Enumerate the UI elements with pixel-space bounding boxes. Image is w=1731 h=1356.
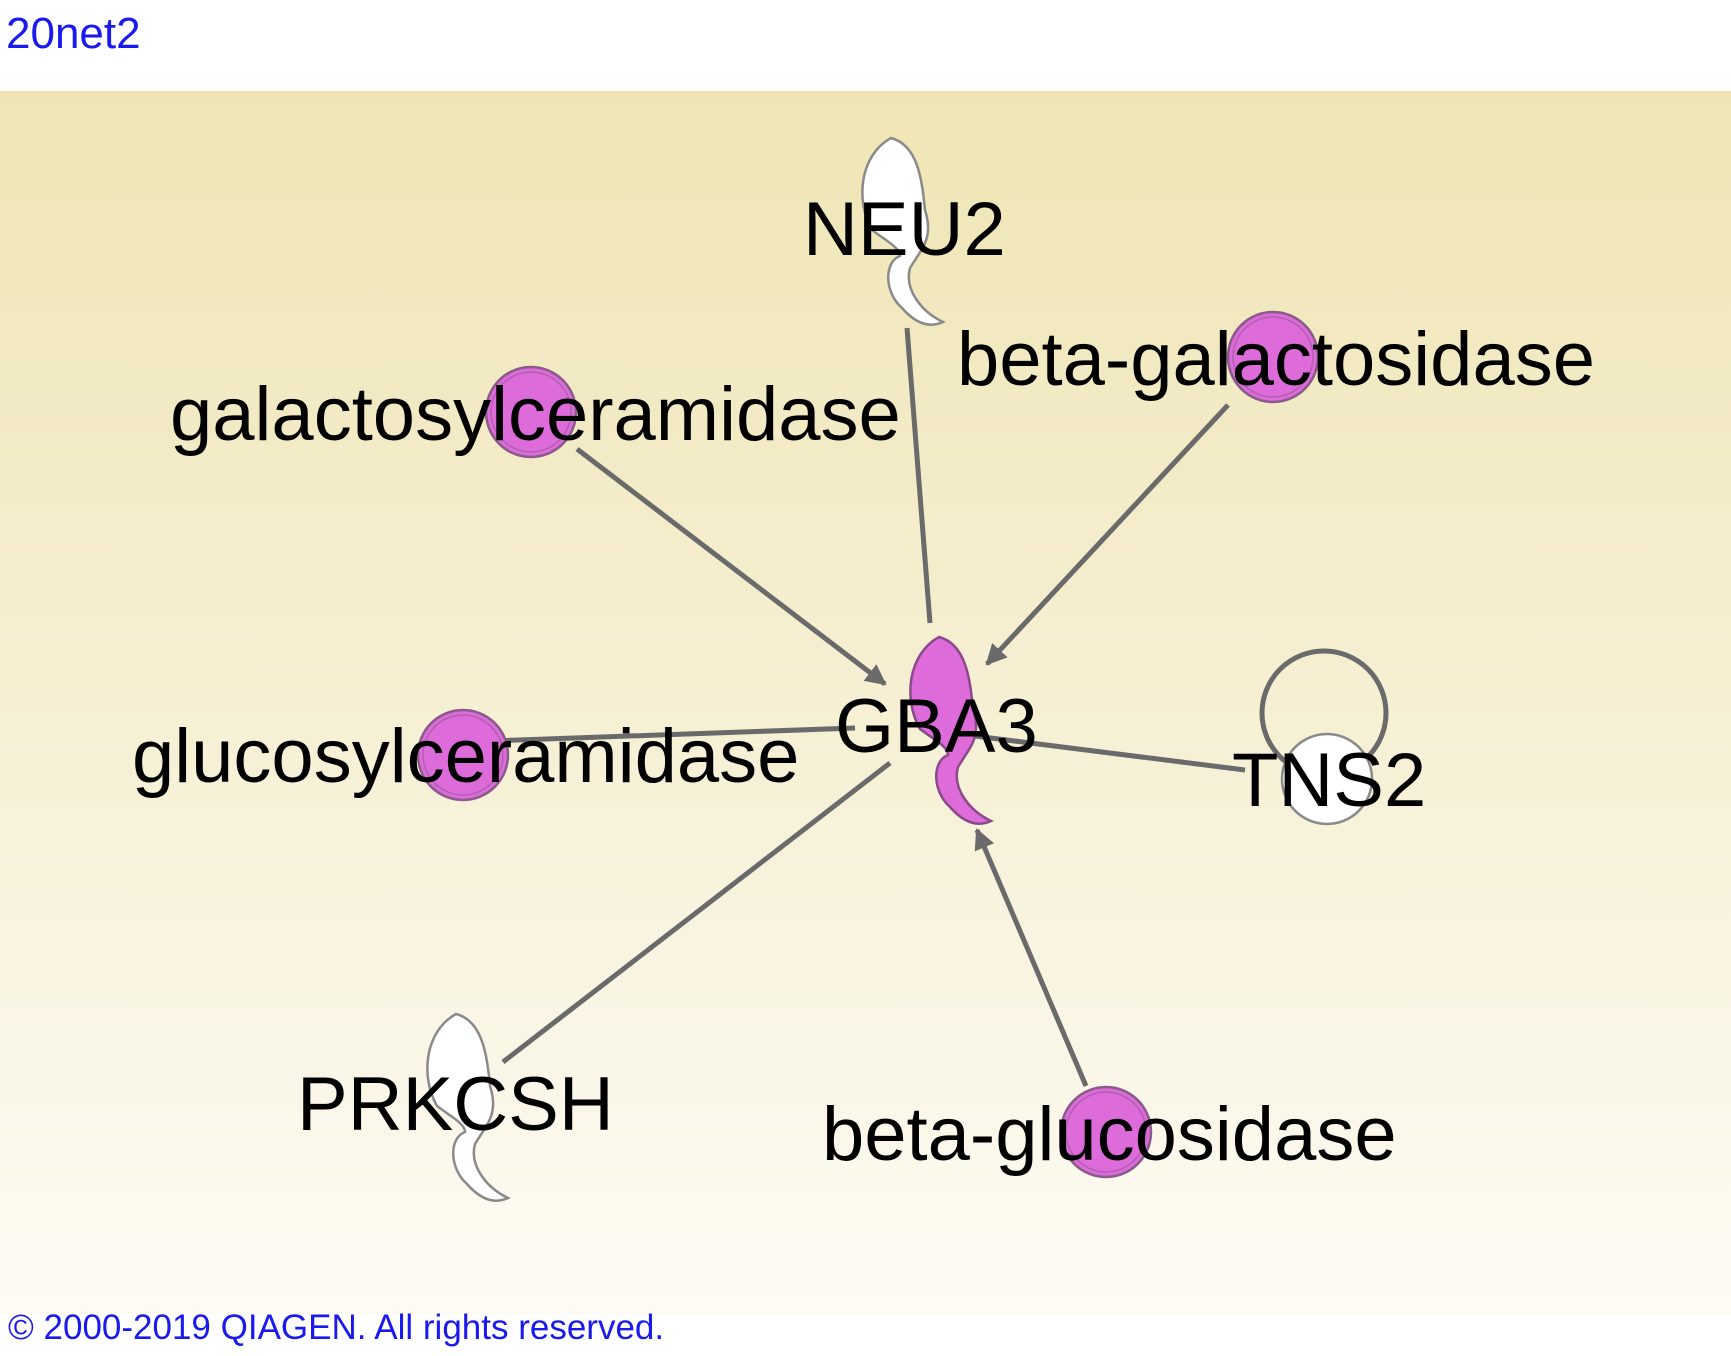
- circle-icon-inner-ring: [422, 714, 504, 796]
- copyright-footer: © 2000-2019 QIAGEN. All rights reserved.: [8, 1308, 665, 1347]
- node-neu2[interactable]: [861, 136, 946, 326]
- edge-gba3-tns2[interactable]: [934, 728, 1246, 773]
- circle-icon-inner-ring: [1232, 316, 1314, 398]
- circle-icon: [1280, 732, 1374, 826]
- label-neu2[interactable]: NEU2: [803, 187, 1006, 272]
- label-galactosylceramidase[interactable]: galactosylceramidase: [170, 372, 901, 457]
- circle-icon-inner-ring: [490, 371, 572, 453]
- network-canvas: [0, 91, 1731, 1314]
- circle-icon: [484, 365, 578, 459]
- network-title[interactable]: 20net2: [6, 9, 141, 58]
- enzyme-icon: [909, 635, 994, 825]
- node-labels: NEU2 beta-galactosidase galactosylcerami…: [132, 187, 1595, 1177]
- edge-neu2-gba3[interactable]: [904, 327, 933, 624]
- label-tns2[interactable]: TNS2: [1232, 738, 1426, 823]
- node-glucosylceramidase[interactable]: [416, 708, 510, 802]
- circle-icon: [416, 708, 510, 802]
- label-beta-glucosidase[interactable]: beta-glucosidase: [822, 1092, 1397, 1177]
- label-glucosylceramidase[interactable]: glucosylceramidase: [132, 714, 799, 799]
- node-prkcsh[interactable]: [426, 1012, 511, 1202]
- label-gba3[interactable]: GBA3: [835, 684, 1038, 769]
- node-beta-glucosidase[interactable]: [1059, 1085, 1153, 1179]
- circle-icon-inner-ring: [1065, 1091, 1147, 1173]
- edge-beta-galactosidase-gba3[interactable]: [985, 403, 1230, 666]
- edge-prkcsh-gba3[interactable]: [501, 761, 892, 1064]
- circle-icon: [1226, 310, 1320, 404]
- label-prkcsh[interactable]: PRKCSH: [297, 1062, 614, 1147]
- edge-beta-glucosidase-gba3[interactable]: [974, 828, 1089, 1087]
- enzyme-icon: [861, 136, 946, 326]
- edge-glucosylceramidase-gba3[interactable]: [461, 725, 856, 745]
- edge-galactosylceramidase-gba3[interactable]: [575, 447, 887, 686]
- node-beta-galactosidase[interactable]: [1226, 310, 1320, 404]
- label-beta-galactosidase[interactable]: beta-galactosidase: [957, 317, 1595, 402]
- enzyme-icon: [426, 1012, 511, 1202]
- node-gba3[interactable]: [909, 635, 994, 825]
- node-galactosylceramidase[interactable]: [484, 365, 578, 459]
- node-tns2[interactable]: [1280, 732, 1374, 826]
- edges: [461, 327, 1389, 1087]
- circle-icon: [1059, 1085, 1153, 1179]
